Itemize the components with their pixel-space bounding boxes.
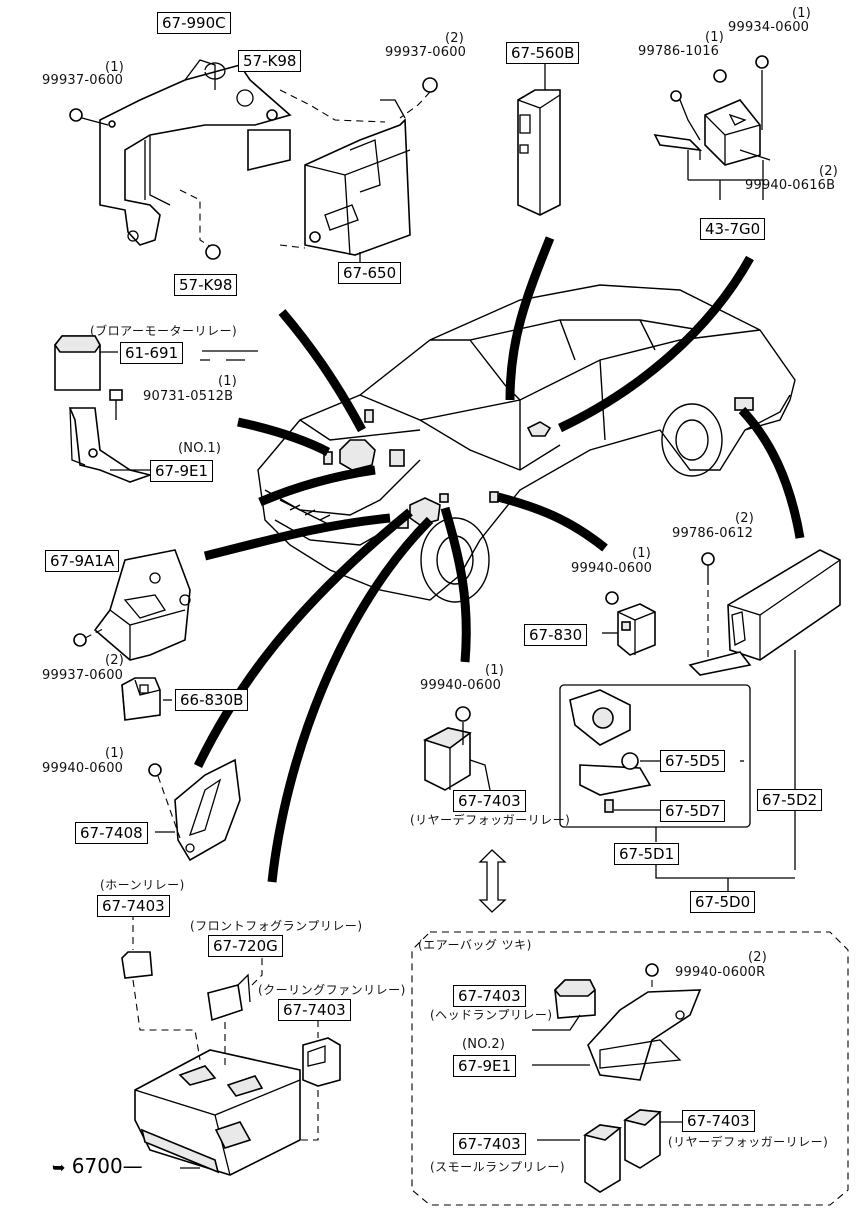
quantity-label: (2) (105, 653, 125, 668)
part-number-box: 57-K98 (238, 50, 302, 72)
bracket-67-9a1a (73, 549, 191, 661)
relay-name-label: (ヘッドランプリレー) (430, 1008, 553, 1022)
part-number-box: 67-5D5 (660, 750, 726, 772)
quantity-label: (2) (445, 31, 465, 46)
car-illustration (257, 284, 796, 603)
part-number-box: 67-5D2 (757, 789, 823, 811)
assembly-number-text: 6700 (71, 1154, 123, 1178)
part-number-label: 99937-0600 (42, 73, 124, 88)
relay-67-7403-rear-defogger (422, 706, 491, 791)
bracket-67-7408 (148, 758, 241, 862)
part-number-box: 67-9E1 (150, 460, 214, 482)
part-number-box: 67-7403 (682, 1110, 755, 1132)
part-number-box: 67-5D7 (660, 800, 726, 822)
relay-name-label: (フロントフォグランプリレー) (190, 919, 363, 933)
part-number-box: 57-K98 (174, 274, 238, 296)
quantity-label: (2) (748, 950, 768, 965)
part-number-box: 67-650 (338, 262, 402, 284)
part-number-box: 67-990C (157, 12, 231, 34)
relay-name-label: (スモールランプリレー) (430, 1160, 566, 1174)
relay-67-830 (605, 591, 656, 656)
group-title-label: (エアーバッグ ツキ) (418, 938, 532, 952)
part-number-box: 66-830B (175, 689, 249, 711)
airbag-group-box (411, 931, 849, 1206)
relay-66-830b (121, 677, 161, 721)
part-number-box: 67-5D0 (690, 891, 756, 913)
part-number-box: 67-830 (524, 624, 588, 646)
double-arrow (478, 849, 507, 913)
part-number-label: 99937-0600 (385, 45, 467, 60)
variant-label: (NO.2) (462, 1037, 506, 1052)
part-number-label: 99940-0600 (571, 561, 653, 576)
relay-name-label: (クーリングファンリレー) (258, 983, 406, 997)
key-remote-67-5d (559, 684, 795, 893)
quantity-label: (1) (218, 374, 238, 389)
part-number-box: 43-7G0 (700, 218, 766, 240)
quantity-label: (1) (792, 6, 812, 21)
part-number-box: 67-7403 (97, 895, 170, 917)
relay-name-label: (ブロアーモーターリレー) (90, 324, 238, 338)
quantity-label: (1) (105, 60, 125, 75)
relay-name-label: (リヤーデフォッガーリレー) (668, 1135, 829, 1149)
relay-name-label: (リヤーデフォッガーリレー) (410, 813, 571, 827)
part-number-label: 99940-0600 (420, 678, 502, 693)
part-number-label: 99940-0600R (675, 965, 766, 980)
bracket-assembly-990c (69, 59, 386, 260)
part-number-box: 67-5D1 (614, 843, 680, 865)
assembly-number: ➥ 6700— (52, 1154, 143, 1178)
part-number-label: 99934-0600 (728, 20, 810, 35)
quantity-label: (2) (735, 511, 755, 526)
part-number-label: 99937-0600 (42, 668, 124, 683)
part-number-box: 67-7403 (453, 1133, 526, 1155)
quantity-label: (1) (485, 663, 505, 678)
part-number-label: 90731-0512B (143, 389, 234, 404)
leader-dash: — (122, 1154, 143, 1178)
quantity-label: (1) (705, 30, 725, 45)
part-number-label: 99940-0616B (745, 178, 836, 193)
relay-61-691 (54, 335, 118, 391)
part-number-box: 67-7403 (453, 985, 526, 1007)
sensor-43-7g0 (653, 55, 771, 200)
part-number-box: 67-9E1 (453, 1055, 517, 1077)
reference-symbol-icon: ➥ (52, 1158, 66, 1177)
part-number-box: 67-9A1A (45, 550, 120, 572)
part-number-label: 99786-0612 (672, 526, 754, 541)
part-number-label: 99940-0600 (42, 761, 124, 776)
part-number-box: 67-560B (506, 42, 580, 64)
quantity-label: (1) (632, 546, 652, 561)
bracket-67-9e1 (68, 389, 153, 483)
part-number-box: 61-691 (120, 342, 184, 364)
callout-lines (193, 236, 805, 883)
module-67-5d2 (688, 549, 841, 870)
quantity-label: (2) (819, 164, 839, 179)
leader-lines (110, 350, 744, 1123)
quantity-label: (1) (105, 746, 125, 761)
module-67-650 (279, 77, 438, 265)
part-number-box: 67-7408 (75, 822, 148, 844)
relay-name-label: (ホーンリレー) (100, 878, 185, 892)
part-number-label: 99786-1016 (638, 44, 720, 59)
variant-label: (NO.1) (178, 441, 222, 456)
module-67-560b (517, 60, 561, 216)
part-number-box: 67-7403 (453, 790, 526, 812)
part-number-box: 67-720G (208, 935, 283, 957)
part-number-box: 67-7403 (278, 999, 351, 1021)
relay-box-6700 (121, 913, 341, 1176)
